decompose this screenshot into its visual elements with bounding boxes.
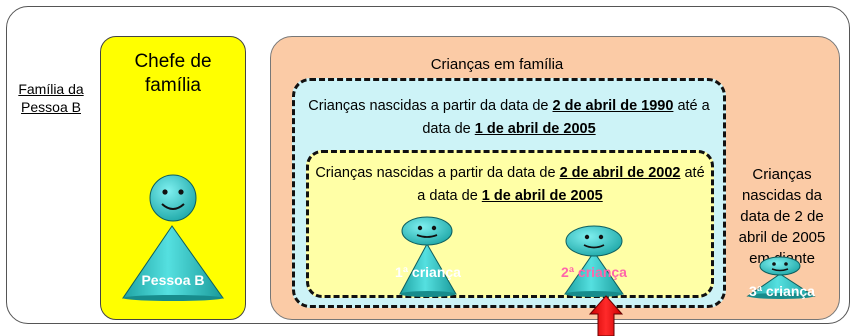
child-3-label: 3ª criança (749, 283, 815, 299)
cyan-date-end: 1 de abril de 2005 (474, 121, 596, 137)
right-line-3: data de 2 de (740, 208, 824, 225)
child-1-figure-icon (399, 216, 457, 297)
cyan-mid: até a data de (422, 98, 710, 137)
yellow-date-start: 2 de abril de 2002 (559, 165, 681, 181)
cyan-prefix: Crianças nascidas a partir da data de (308, 98, 553, 114)
family-label-line1: Família da (18, 81, 84, 97)
person-b-figure-icon (122, 174, 224, 301)
cyan-date-start: 2 de abril de 1990 (552, 98, 674, 114)
right-line-2: nascidas da (741, 187, 823, 204)
person-b-label: Pessoa B (141, 272, 205, 288)
children-1990-2005-text: Crianças nascidas a partir da data de 2 … (300, 95, 718, 141)
child-1-label: 1ª criança (395, 264, 461, 280)
family-label: Família da Pessoa B (8, 80, 94, 116)
yellow-mid: até a data de (417, 165, 705, 204)
children-2002-2005-box (306, 150, 714, 298)
chief-title-line2: família (145, 75, 201, 96)
right-line-1: Crianças (752, 166, 812, 183)
children-2002-2005-text: Crianças nascidas a partir da data de 2 … (312, 162, 708, 208)
chief-title-line1: Chefe de (134, 51, 212, 72)
child-2-label: 2ª criança (561, 264, 627, 280)
right-line-4: abril de 2005 (738, 229, 826, 246)
child-2-figure-icon (564, 225, 624, 297)
family-label-line2: Pessoa B (21, 99, 81, 115)
up-arrow-icon (588, 295, 624, 336)
yellow-date-end: 1 de abril de 2005 (481, 188, 603, 204)
children-in-family-title: Crianças em família (430, 56, 564, 73)
yellow-prefix: Crianças nascidas a partir da data de (315, 165, 560, 181)
chief-of-family-title: Chefe de família (100, 50, 246, 98)
child-3-figure-icon (746, 256, 816, 299)
